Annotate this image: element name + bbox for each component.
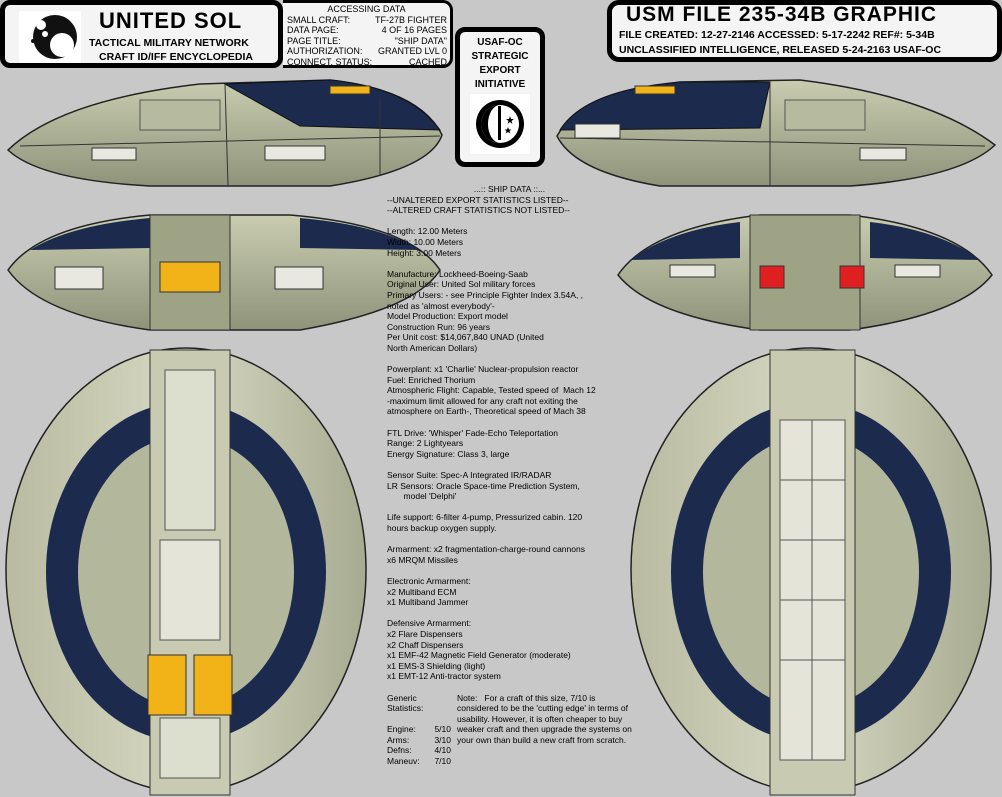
spec-line: North American Dollars) xyxy=(387,342,478,353)
usm-file-line-2: UNCLASSIFIED INTELLIGENCE, RELEASED 5-24… xyxy=(619,44,942,56)
stat-value: 7/10 xyxy=(434,756,451,767)
stat-row: Maneuv: 7/10 xyxy=(387,756,451,767)
stat-row: Engine: 5/10 xyxy=(387,724,451,735)
access-row: AUTHORIZATION: GRANTED LVL 0 xyxy=(283,46,450,57)
access-value: GRANTED LVL 0 xyxy=(377,46,447,56)
spec-line: Defensive Armarment: xyxy=(387,618,472,629)
spec-line: Length: 12.00 Meters xyxy=(387,226,468,237)
spec-line: Armarment: x2 fragmentation-charge-round… xyxy=(387,544,585,555)
ship-data-heading: ...:: SHIP DATA ::... xyxy=(473,184,546,194)
usm-file-line-1: FILE CREATED: 12-27-2146 ACCESSED: 5-17-… xyxy=(619,29,935,41)
stat-row: Arms: 3/10 xyxy=(387,735,451,746)
spec-line: x6 MRQM Missiles xyxy=(387,554,458,565)
united-sol-subtitle-2: CRAFT ID/IFF ENCYCLOPEDIA xyxy=(99,51,253,63)
stat-label: Engine: xyxy=(387,724,416,735)
spec-line: x1 EMT-12 Anti-tractor system xyxy=(387,671,501,682)
ship-rear-view-right xyxy=(617,214,993,331)
access-row: CONNECT. STATUS: CACHED xyxy=(283,57,450,68)
stat-label: Defns: xyxy=(387,745,412,756)
ship-rear-view-left xyxy=(7,214,441,331)
spec-line: Construction Run: 96 years xyxy=(387,321,490,332)
usaf-line: INITIATIVE xyxy=(474,79,526,90)
spec-line: Fuel: Enriched Thorium xyxy=(387,374,476,385)
spec-line: Model Production: Export model xyxy=(387,311,508,322)
spec-line: Per Unit cost: $14,067,840 UNAD (United xyxy=(387,332,544,343)
usm-file-title: USM FILE 235-34B GRAPHIC xyxy=(626,3,938,26)
spec-line: Width: 10.00 Meters xyxy=(387,236,464,247)
ship-data-panel: ...:: SHIP DATA ::... --UNALTERED EXPORT… xyxy=(387,184,632,767)
ship-top-view-left xyxy=(5,347,367,796)
spec-line: Energy Signature: Class 3, large xyxy=(387,448,510,459)
generic-stats-block: Generic Statistics: Engine: 5/10 Arms: 3… xyxy=(387,693,632,767)
spec-line: Manufacture: Lockheed-Boeing-Saab xyxy=(387,268,528,279)
stat-value: 4/10 xyxy=(434,745,451,756)
usm-file-header: USM FILE 235-34B GRAPHIC FILE CREATED: 1… xyxy=(607,0,1002,62)
spec-line: Primary Users: - see Principle Fighter I… xyxy=(387,289,584,300)
stat-value: 3/10 xyxy=(434,734,451,745)
spec-line: x2 Multiband ECM xyxy=(387,586,457,597)
access-panel: ACCESSING DATA SMALL CRAFT: TF-27B FIGHT… xyxy=(283,0,453,68)
access-heading: ACCESSING DATA xyxy=(327,4,406,14)
spec-line: noted as 'almost everybody'- xyxy=(387,300,495,311)
ship-bottom-view-right xyxy=(630,347,992,796)
access-value: CACHED xyxy=(408,56,447,67)
usaf-line: EXPORT xyxy=(479,65,521,76)
spec-line: Powerplant: x1 'Charlie' Nuclear-propuls… xyxy=(387,364,579,375)
access-row: PAGE TITLE: "SHIP DATA" xyxy=(283,36,450,47)
spec-line: x1 Multiband Jammer xyxy=(387,597,469,608)
ship-data-notice: --UNALTERED EXPORT STATISTICS LISTED-- xyxy=(387,194,569,205)
spec-line: Height: 3.00 Meters xyxy=(387,247,462,258)
stat-value: 5/10 xyxy=(434,724,451,735)
ship-side-view-right xyxy=(556,79,997,187)
spec-line: model 'Delphi' xyxy=(387,491,457,502)
usaf-emblem-icon xyxy=(470,94,530,154)
united-sol-subtitle-1: TACTICAL MILITARY NETWORK xyxy=(89,37,249,49)
united-sol-header: UNITED SOL TACTICAL MILITARY NETWORK CRA… xyxy=(0,0,283,68)
spec-line: -maximum limit allowed for any craft not… xyxy=(387,395,578,406)
access-label: AUTHORIZATION: xyxy=(287,46,363,56)
access-label: DATA PAGE: xyxy=(287,25,339,35)
united-sol-logo xyxy=(19,11,81,63)
generic-stats-heading: Generic Statistics: xyxy=(387,692,424,714)
spec-line: LR Sensors: Oracle Space-time Prediction… xyxy=(387,480,580,491)
spec-line: x2 Flare Dispensers xyxy=(387,628,463,639)
ship-side-view-left xyxy=(6,79,443,187)
united-sol-title: UNITED SOL xyxy=(99,8,243,33)
spec-line: Original User: United Sol military force… xyxy=(387,279,536,290)
access-row: SMALL CRAFT: TF-27B FIGHTER xyxy=(283,15,450,26)
spec-line: x1 EMS-3 Shielding (light) xyxy=(387,660,486,671)
spec-line: Atmospheric Flight: Capable, Tested spee… xyxy=(387,385,596,396)
generic-stats-note: Note: For a craft of this size, 7/10 is … xyxy=(457,692,635,745)
access-label: PAGE TITLE: xyxy=(287,35,341,46)
access-value: 4 OF 16 PAGES xyxy=(381,25,447,35)
spec-line: x2 Chaff Dispensers xyxy=(387,639,464,650)
usaf-line: STRATEGIC xyxy=(471,51,529,62)
spec-line: atmosphere on Earth-, Theoretical speed … xyxy=(387,406,586,417)
ship-data-notice: --ALTERED CRAFT STATISTICS NOT LISTED-- xyxy=(387,205,570,216)
spec-line: Electronic Armarment: xyxy=(387,575,471,586)
access-value: "SHIP DATA" xyxy=(394,35,447,46)
spec-line: Range: 2 Lightyears xyxy=(387,438,464,449)
stat-row: Defns: 4/10 xyxy=(387,745,451,756)
access-value: TF-27B FIGHTER xyxy=(374,14,447,25)
spec-line: Life support: 6-filter 4-pump, Pressuriz… xyxy=(387,512,583,523)
spec-line: x1 EMF-42 Magnetic Field Generator (mode… xyxy=(387,650,571,661)
spec-line: hours backup oxygen supply. xyxy=(387,523,497,533)
stat-label: Arms: xyxy=(387,734,410,745)
access-row: DATA PAGE: 4 OF 16 PAGES xyxy=(283,25,450,36)
spec-line: Sensor Suite: Spec-A Integrated IR/RADAR xyxy=(387,470,552,481)
stat-label: Maneuv: xyxy=(387,756,420,767)
usaf-line: USAF-OC xyxy=(477,37,523,48)
usaf-oc-badge: USAF-OC STRATEGIC EXPORT INITIATIVE xyxy=(455,27,545,167)
spec-line: FTL Drive: 'Whisper' Fade-Echo Teleporta… xyxy=(387,427,558,438)
access-label: CONNECT. STATUS: xyxy=(287,56,373,67)
access-label: SMALL CRAFT: xyxy=(287,14,351,25)
